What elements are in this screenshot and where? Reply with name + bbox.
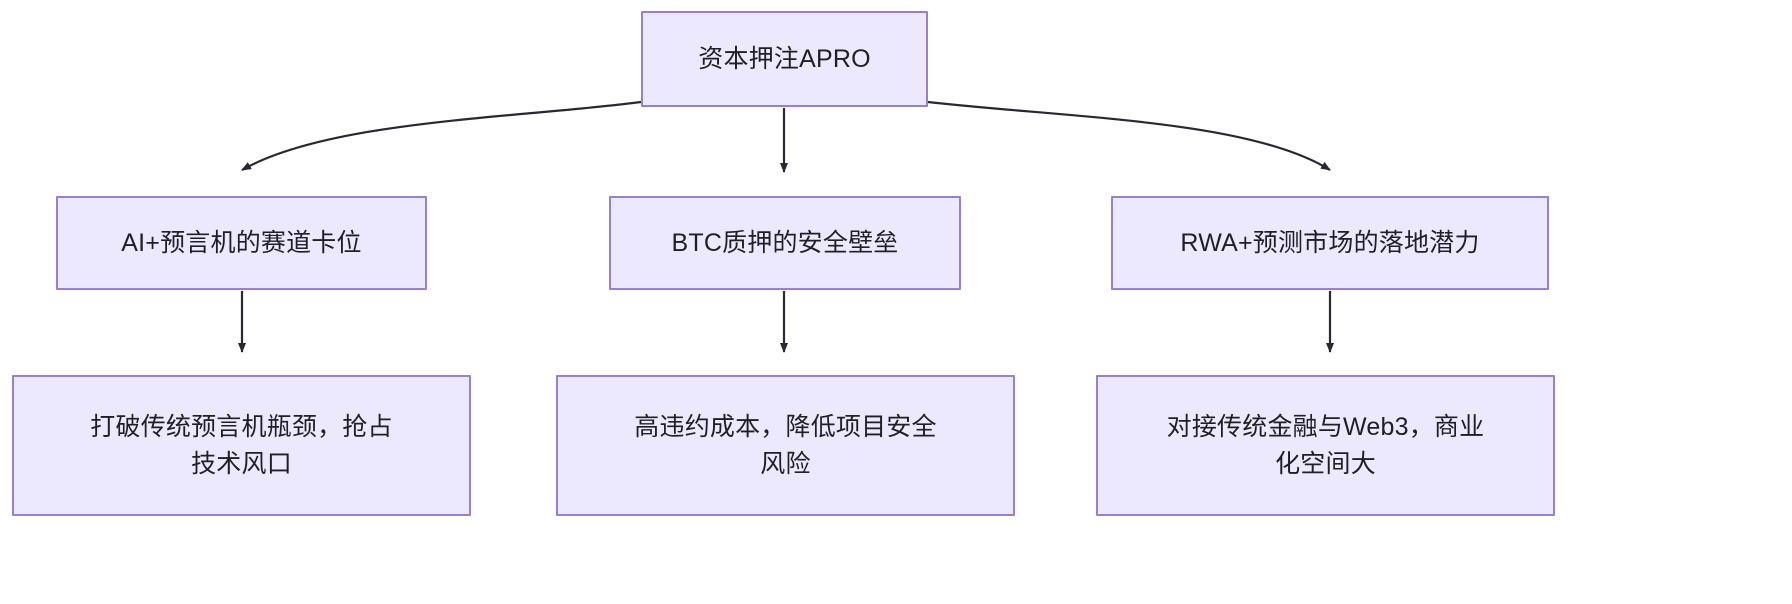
node-leaf-rwa[interactable]: 对接传统金融与Web3，商业 化空间大 [1096,375,1555,516]
node-branch-rwa-label: RWA+预测市场的落地潜力 [1180,228,1480,257]
node-leaf-btc[interactable]: 高违约成本，降低项目安全 风险 [556,375,1015,516]
node-leaf-ai[interactable]: 打破传统预言机瓶颈，抢占 技术风口 [12,375,471,516]
node-branch-rwa[interactable]: RWA+预测市场的落地潜力 [1111,196,1549,290]
node-branch-btc-label: BTC质押的安全壁垒 [671,228,899,257]
node-branch-btc[interactable]: BTC质押的安全壁垒 [609,196,961,290]
node-root[interactable]: 资本押注APRO [641,11,928,107]
node-leaf-rwa-label: 对接传统金融与Web3，商业 化空间大 [1166,413,1485,478]
node-branch-ai-label: AI+预言机的赛道卡位 [121,228,362,257]
edge-root-to-rwa [927,100,1331,171]
node-root-label: 资本押注APRO [698,44,871,73]
node-leaf-btc-label: 高违约成本，降低项目安全 风险 [634,413,937,478]
node-leaf-ai-label: 打破传统预言机瓶颈，抢占 技术风口 [90,413,393,478]
edge-root-to-ai [241,100,642,171]
node-branch-ai[interactable]: AI+预言机的赛道卡位 [56,196,427,290]
